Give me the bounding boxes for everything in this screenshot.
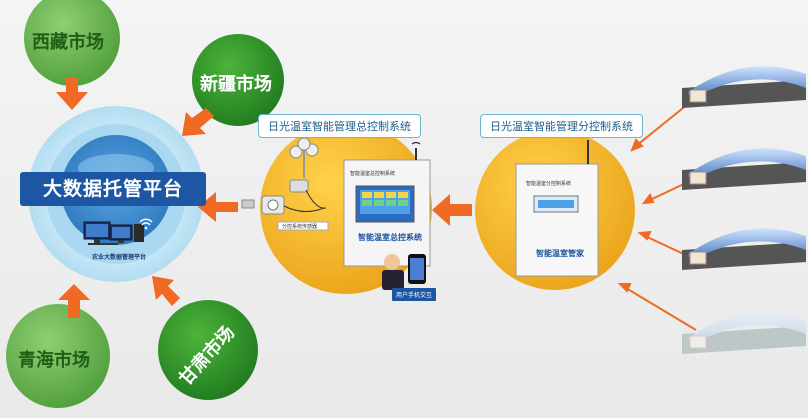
mobile-user-icon bbox=[382, 254, 426, 290]
main-cabinet-brand: 智能温室总控系统 bbox=[358, 233, 422, 242]
greenhouse-1 bbox=[682, 66, 806, 108]
main-system-title: 日光温室智能管理总控制系统 bbox=[258, 114, 421, 138]
mobile-interaction-badge: 用户手机交互 bbox=[392, 288, 437, 301]
market-circle-xinjiang bbox=[192, 34, 284, 126]
market-circle-gansu bbox=[158, 300, 258, 400]
arrows bbox=[56, 78, 472, 318]
branch-system-title: 日光温室智能管理分控制系统 bbox=[480, 114, 643, 138]
greenhouse-links bbox=[617, 103, 697, 331]
greenhouse-2 bbox=[682, 148, 806, 190]
weather-sensor-icon bbox=[241, 137, 329, 231]
main-cabinet-header: 智能温室总控制系统 bbox=[350, 171, 396, 177]
main-cabinet bbox=[343, 141, 431, 267]
branch-cabinet-header: 智能温室分控制系统 bbox=[526, 181, 572, 187]
platform-title: 大数据托管平台 bbox=[20, 172, 206, 206]
wifi-icon bbox=[139, 218, 153, 230]
market-label-xizang: 西藏市场 bbox=[32, 32, 104, 53]
market-label-qinghai: 青海市场 bbox=[18, 350, 90, 371]
branch-cabinet bbox=[515, 135, 599, 277]
sensor-tag: 分控系统传感器 bbox=[282, 224, 318, 230]
greenhouse-4 bbox=[682, 312, 806, 354]
market-circle-xizang bbox=[24, 0, 120, 86]
branch-cabinet-brand: 智能温室管家 bbox=[536, 249, 584, 258]
monitor-icon bbox=[83, 221, 144, 245]
market-circle-qinghai bbox=[6, 304, 110, 408]
platform-caption: 农业大数据管理平台 bbox=[92, 254, 147, 261]
greenhouse-3 bbox=[682, 228, 806, 270]
market-label-xinjiang: 新疆市场 bbox=[200, 74, 272, 95]
